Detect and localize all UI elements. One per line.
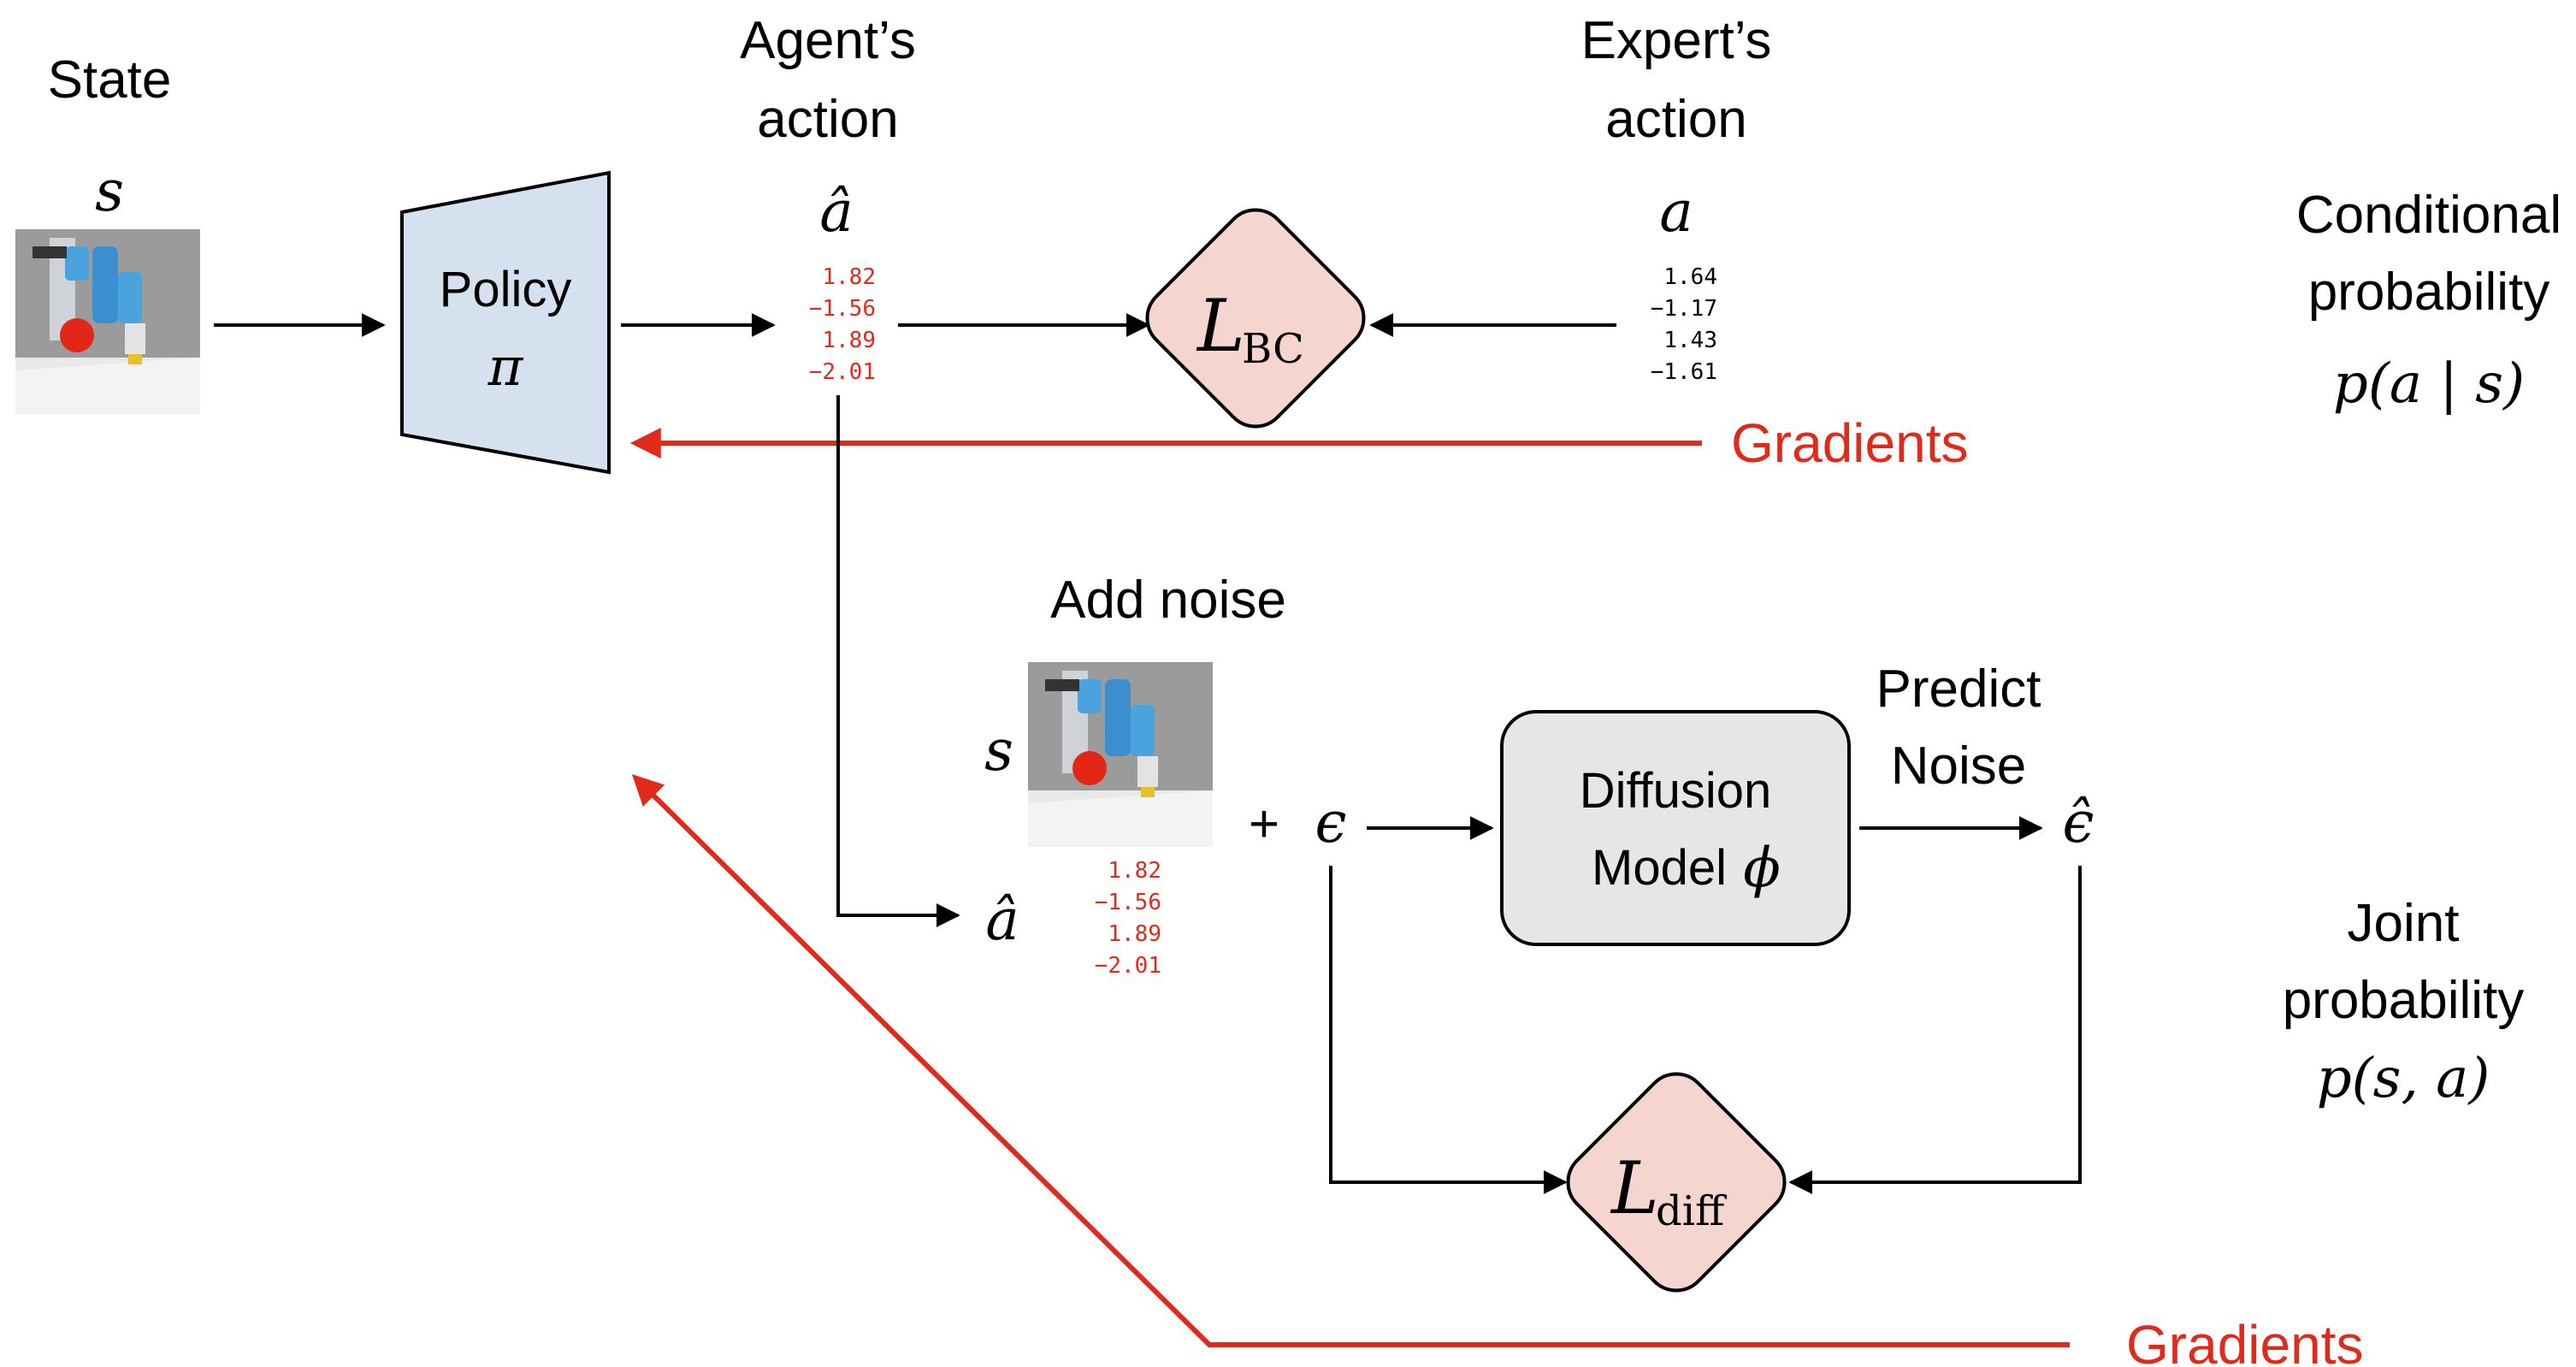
agent-action-value: −1.56 [809, 296, 876, 322]
state-variable: s [95, 158, 124, 224]
policy-block: Policy π [400, 170, 611, 475]
conditional-label-line1: Conditional [2296, 186, 2561, 245]
loss-bc-subscript: BC [1242, 325, 1304, 373]
diffusion-label-line2: Model [1592, 840, 1727, 896]
epsilon-hat-symbol: ϵ̂ [2063, 790, 2094, 855]
policy-variable: π [487, 335, 524, 398]
loss-diff-symbol: L [1610, 1146, 1659, 1230]
loss-bc-symbol: L [1196, 284, 1245, 368]
expert-action-label-line2: action [1605, 90, 1746, 149]
agent-action-values: 1.82 −1.56 1.89 −2.01 [809, 264, 876, 385]
agent-action-variable: â [819, 179, 853, 245]
expert-action-value: 1.43 [1663, 328, 1717, 353]
predict-noise-label-line1: Predict [1876, 660, 2041, 719]
agent-action-label-line2: action [757, 90, 898, 149]
diffusion-variable: ϕ [1743, 837, 1781, 900]
noisy-action-value: 1.82 [1108, 858, 1161, 884]
joint-label-line2: probability [2283, 971, 2525, 1030]
agent-action-value: 1.82 [822, 264, 876, 290]
add-noise-label: Add noise [1050, 571, 1286, 630]
conditional-formula: p(a | s) [2333, 352, 2525, 416]
gradients-top-label: Gradients [1731, 412, 1968, 474]
gradients-bottom-label: Gradients [2126, 1314, 2363, 1367]
conditional-label-line2: probability [2308, 263, 2550, 322]
diffusion-model-block: Diffusion Model ϕ [1500, 710, 1851, 946]
expert-action-label-line1: Expert’s [1581, 11, 1772, 70]
expert-action-value: −1.61 [1651, 359, 1717, 385]
state-label: State [48, 50, 172, 109]
agent-action-label-line1: Agent’s [740, 11, 916, 70]
agent-action-value: 1.89 [822, 328, 876, 353]
expert-action-values: 1.64 −1.17 1.43 −1.61 [1651, 264, 1717, 385]
joint-formula: p(s, a) [2317, 1047, 2490, 1110]
robot-noisy-state-image [1028, 662, 1213, 847]
gradient-arrow-bottom [631, 773, 2070, 1347]
noisy-action-value: −2.01 [1095, 953, 1161, 979]
policy-label: Policy [440, 262, 572, 317]
arrow-action-to-noisy-action [836, 395, 960, 927]
noisy-action-values: 1.82 −1.56 1.89 −2.01 [1095, 858, 1161, 979]
arrow-epsilon-hat-to-loss-diff [1788, 866, 2082, 1194]
noise-state-variable: s [984, 718, 1013, 784]
expert-action-value: 1.64 [1663, 264, 1717, 290]
loss-bc-node: L BC [1145, 208, 1366, 429]
expert-action-value: −1.17 [1651, 296, 1717, 322]
arrow-epsilon-to-loss-diff [1329, 866, 1568, 1194]
agent-action-value: −2.01 [809, 359, 876, 385]
noisy-action-variable: â [985, 887, 1019, 953]
diffusion-label-line1: Diffusion [1580, 763, 1772, 819]
noisy-action-value: −1.56 [1095, 890, 1161, 915]
plus-sign: + [1249, 795, 1279, 854]
loss-diff-node: L diff [1566, 1072, 1787, 1293]
predict-noise-label-line2: Noise [1891, 737, 2027, 796]
loss-diff-subscript: diff [1656, 1187, 1727, 1235]
epsilon-symbol: ϵ [1315, 790, 1347, 855]
expert-action-variable: a [1659, 179, 1693, 245]
joint-label-line1: Joint [2348, 894, 2460, 953]
robot-state-image [15, 229, 200, 414]
noisy-action-value: 1.89 [1108, 921, 1161, 947]
